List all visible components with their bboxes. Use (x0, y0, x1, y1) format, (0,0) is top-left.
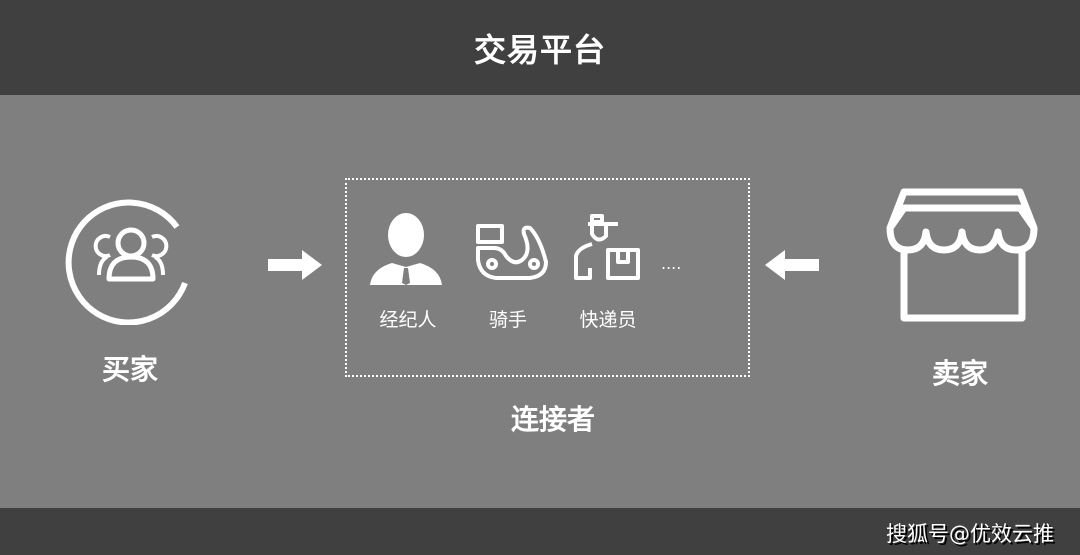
scooter-icon (476, 224, 548, 280)
connectors-label: 连接者 (510, 403, 596, 436)
storefront-icon (886, 188, 1038, 322)
footer-bar: 搜狐号@优效云推 (0, 508, 1080, 555)
seller-label: 卖家 (931, 357, 989, 390)
arrow-left-icon (765, 250, 819, 280)
businessman-icon (370, 213, 442, 285)
page-title: 交易平台 (473, 30, 606, 69)
connector-label-courier: 快递员 (579, 309, 637, 331)
group-users-icon (65, 199, 188, 325)
buyer-label: 买家 (101, 353, 159, 386)
connector-label-broker: 经纪人 (379, 309, 437, 331)
more-ellipsis: .... (661, 254, 682, 273)
connectors-box (345, 178, 750, 377)
arrow-right-icon (268, 250, 322, 280)
header-bar: 交易平台 (0, 0, 1080, 95)
connector-label-rider: 骑手 (488, 309, 528, 331)
watermark: 搜狐号@优效云推 (886, 522, 1054, 546)
courier-icon (574, 214, 640, 280)
